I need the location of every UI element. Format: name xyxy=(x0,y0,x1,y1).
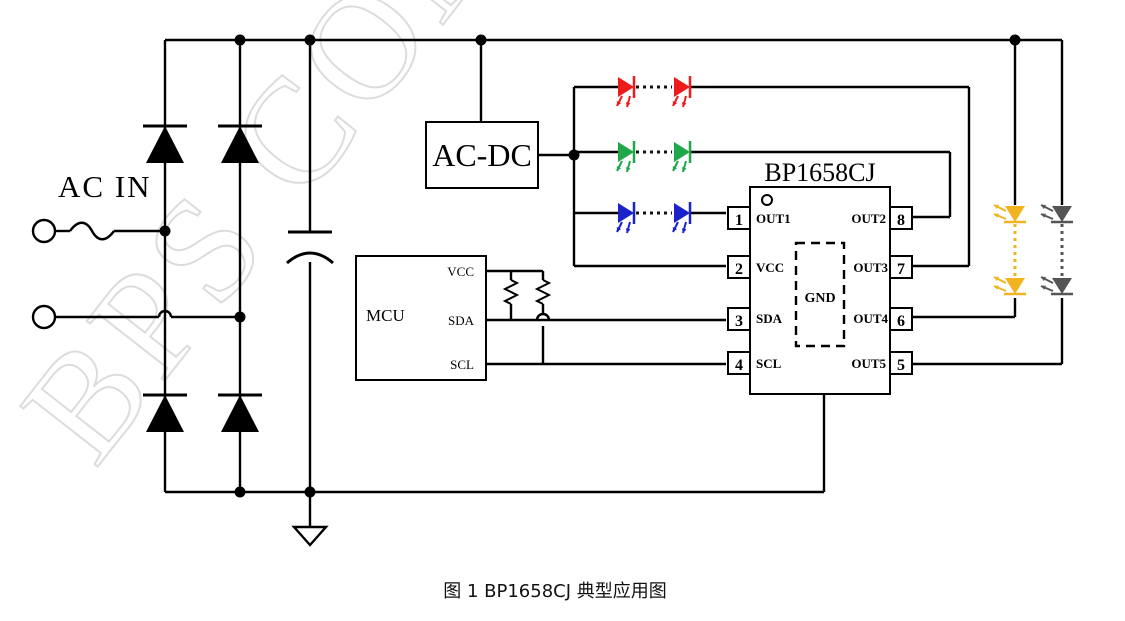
ac-terminal-2 xyxy=(31,304,57,330)
ac-terminal-1 xyxy=(31,218,57,244)
chip-body xyxy=(749,186,891,395)
pin-8-number: 8 xyxy=(897,212,905,229)
pin-4-name: SCL xyxy=(756,356,782,371)
green-led-2 xyxy=(672,141,692,173)
yellow-led-1 xyxy=(993,204,1026,224)
pin-6-name: OUT4 xyxy=(853,311,888,326)
pin-1-name: OUT1 xyxy=(756,211,791,226)
yellow-led-2 xyxy=(993,276,1026,296)
acdc-converter-box xyxy=(425,121,539,189)
blue-led-2 xyxy=(672,202,692,234)
bridge-diode-3 xyxy=(143,393,187,432)
mcu-pin-sda: SDA xyxy=(448,313,475,328)
gnd-pad xyxy=(794,241,846,348)
figure-caption: 图 1 BP1658CJ 典型应用图 xyxy=(443,581,667,602)
red-led-1 xyxy=(616,76,636,108)
gray-led-2 xyxy=(1040,276,1073,296)
pin-1-number: 1 xyxy=(735,212,743,229)
chip-name: BP1658CJ xyxy=(764,158,875,187)
acdc-label: AC-DC xyxy=(432,137,532,173)
ac-in-label: AC IN xyxy=(58,169,152,204)
bridge-diode-2 xyxy=(218,124,262,163)
pin-7-number: 7 xyxy=(897,261,905,278)
mcu-pin-vcc: VCC xyxy=(447,264,474,279)
filter-capacitor xyxy=(286,230,334,265)
gnd-label: GND xyxy=(804,291,835,306)
mcu-box xyxy=(355,255,487,381)
bridge-diode-1 xyxy=(143,124,187,163)
pin-3-number: 3 xyxy=(735,313,743,330)
pin-8-name: OUT2 xyxy=(851,211,886,226)
pin-5-name: OUT5 xyxy=(851,356,886,371)
blue-led-1 xyxy=(616,202,636,234)
mcu-pin-scl: SCL xyxy=(450,357,474,372)
mcu-label: MCU xyxy=(366,306,405,325)
chip-right-pins xyxy=(889,206,913,375)
junction-dots xyxy=(159,34,1021,498)
red-led-2 xyxy=(672,76,692,108)
ground-icon xyxy=(291,525,329,547)
chip-left-pins xyxy=(727,206,751,375)
wires xyxy=(55,38,1064,527)
green-led-1 xyxy=(616,141,636,173)
pin-7-name: OUT3 xyxy=(853,260,888,275)
pin-3-name: SDA xyxy=(756,311,783,326)
pin1-marker xyxy=(761,194,773,206)
led-strings xyxy=(616,76,1073,296)
pullup-resistors xyxy=(502,279,552,305)
gray-led-1 xyxy=(1040,204,1073,224)
pin-4-number: 4 xyxy=(735,357,743,374)
watermark: BPS CONF xyxy=(0,0,594,490)
bridge-diode-4 xyxy=(218,393,262,432)
pin-2-number: 2 xyxy=(735,261,743,278)
pin-6-number: 6 xyxy=(897,313,905,330)
pin-2-name: VCC xyxy=(756,260,784,275)
pin-5-number: 5 xyxy=(897,357,905,374)
